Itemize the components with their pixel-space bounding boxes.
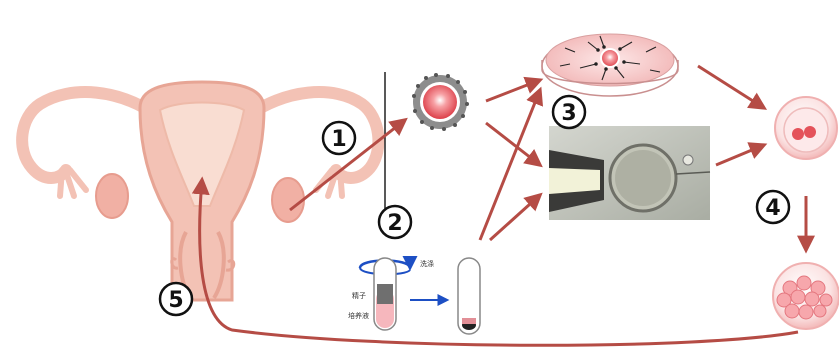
svg-text:5: 5 [168, 288, 183, 313]
ovary-left [96, 174, 128, 218]
fimbriae-left [60, 170, 86, 196]
icsi-micrograph [549, 126, 710, 220]
arrow-egg-to-dish [486, 80, 540, 101]
step-1-marker: 1 [323, 122, 355, 154]
svg-text:3: 3 [561, 101, 576, 126]
svg-text:1: 1 [331, 127, 346, 152]
embryo [773, 263, 839, 329]
arrow-icsi-to-zygote [716, 145, 764, 165]
sperm-preparation: 精子 培养液 洗涤 [345, 248, 515, 347]
arrow-sperm-to-icsi [490, 195, 540, 240]
label-wash: 洗涤 [420, 259, 434, 268]
step-5-marker: 5 [160, 283, 192, 315]
label-sperm: 精子 [352, 291, 366, 300]
ovary-right [272, 178, 304, 222]
svg-text:4: 4 [765, 196, 780, 221]
petri-dish [542, 34, 678, 96]
step-2-marker: 2 [379, 206, 411, 238]
svg-text:2: 2 [387, 211, 402, 236]
arrow-sperm-to-dish [480, 90, 540, 240]
step-4-marker: 4 [757, 191, 789, 223]
step-3-marker: 3 [553, 96, 585, 128]
label-medium: 培养液 [348, 311, 369, 320]
arrow-dish-to-zygote [698, 66, 764, 108]
retrieved-egg [412, 73, 469, 131]
fertilized-egg [775, 97, 837, 159]
